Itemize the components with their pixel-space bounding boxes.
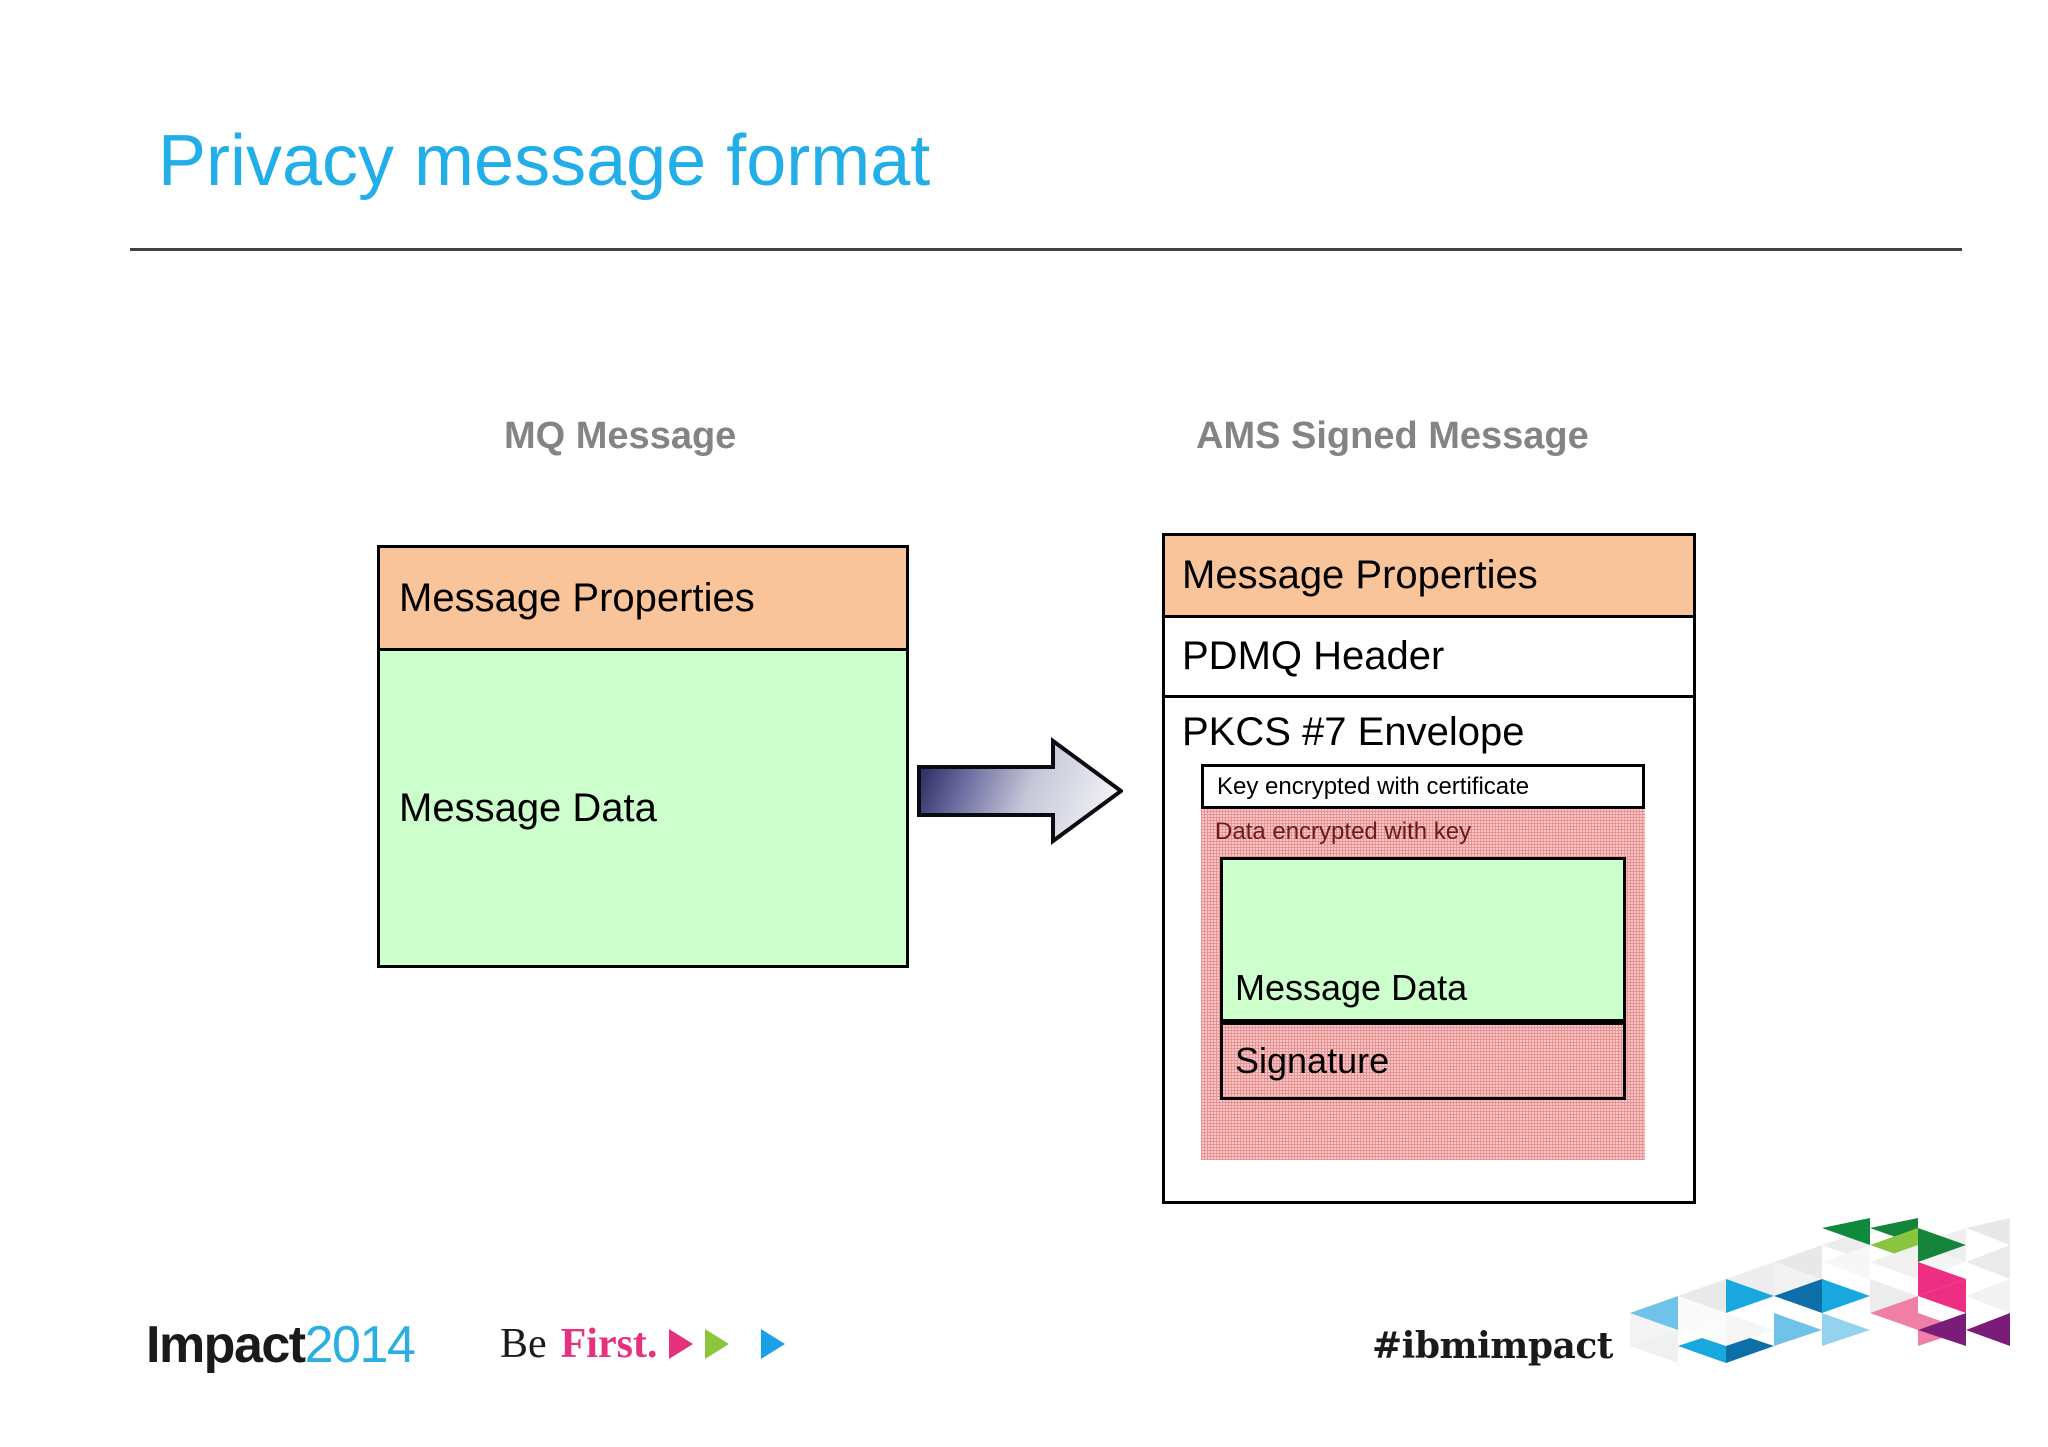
impact-2014-logo: Impact2014 [146,1315,416,1375]
title-divider [130,248,1962,251]
signature-box: Signature [1220,1022,1626,1100]
ams-pdmq-header-row: PDMQ Header [1165,618,1693,698]
hashtag-ibmimpact: #ibmimpact [1372,1325,1613,1367]
encrypted-message-data-label: Message Data [1235,967,1468,1008]
data-encrypted-with-key-box: Data encrypted with key Message Data Sig… [1201,809,1645,1160]
transformation-arrow-icon [917,737,1123,845]
impact-logo-year: 2014 [304,1316,416,1374]
impact-logo-word: Impact [146,1316,306,1374]
mq-message-properties-label: Message Properties [399,575,755,620]
ibm-triangle-mosaic-logo [1630,1218,2010,1363]
key-encrypted-with-certificate-box: Key encrypted with certificate [1201,764,1645,809]
column-caption-mq-message: MQ Message [504,415,737,457]
data-encrypted-with-key-label: Data encrypted with key [1215,818,1472,845]
encrypted-message-data-box: Message Data [1220,857,1626,1022]
page-title: Privacy message format [158,121,931,201]
pkcs7-envelope-section: PKCS #7 Envelope Key encrypted with cert… [1165,698,1693,1201]
chevron-pink-icon [669,1329,694,1359]
be-first-tagline: Be First. [500,1320,786,1368]
pkcs7-envelope-label: PKCS #7 Envelope [1182,710,1525,754]
ams-message-properties-label: Message Properties [1182,553,1538,597]
ams-message-properties-row: Message Properties [1165,536,1693,618]
mq-message-data-row: Message Data [380,651,906,965]
be-first-emphasis: First. [560,1321,658,1367]
be-first-prefix: Be [500,1321,547,1367]
ams-signed-message-box: Message Properties PDMQ Header PKCS #7 E… [1162,533,1696,1204]
mq-message-box: Message Properties Message Data [377,545,909,968]
mq-message-data-label: Message Data [399,785,657,830]
ams-pdmq-header-label: PDMQ Header [1182,634,1445,678]
chevron-blue-icon [761,1329,786,1359]
key-encrypted-with-certificate-label: Key encrypted with certificate [1217,772,1530,800]
chevron-green-icon [705,1329,730,1359]
signature-label: Signature [1235,1040,1390,1081]
mq-message-properties-row: Message Properties [380,548,906,651]
column-caption-ams-signed-message: AMS Signed Message [1196,415,1589,457]
